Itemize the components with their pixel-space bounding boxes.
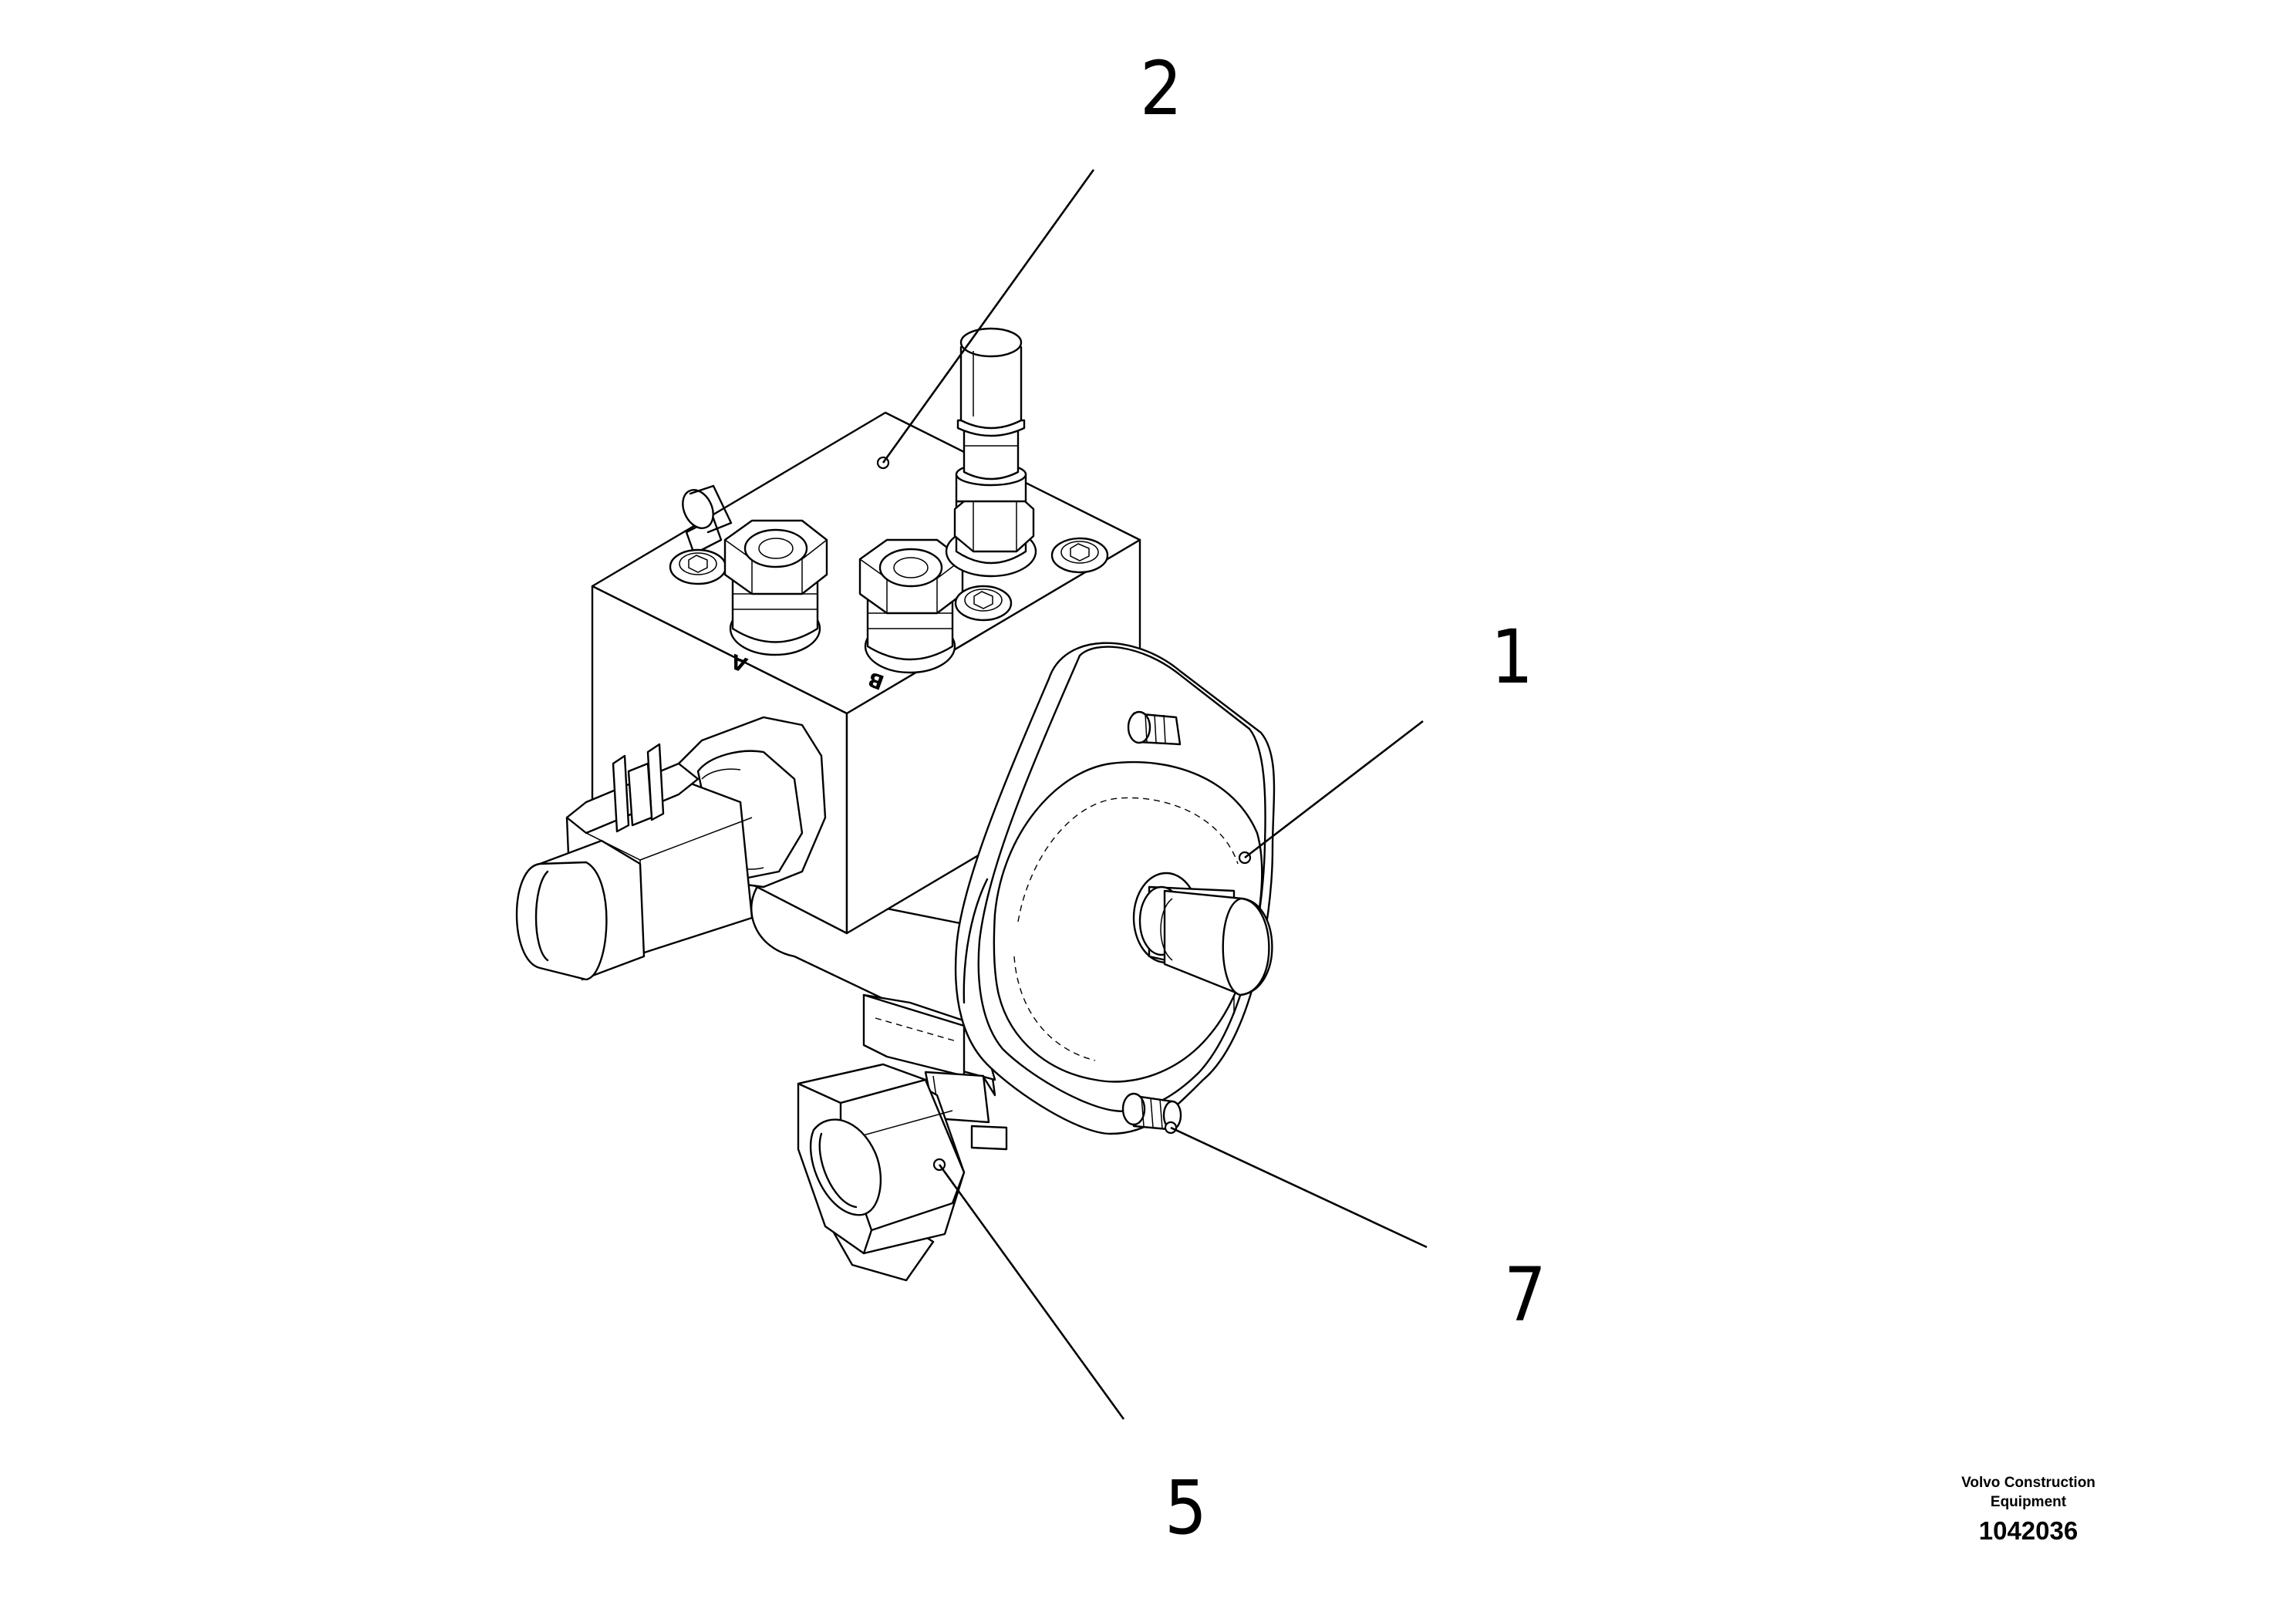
leader-7 (1170, 1126, 1428, 1249)
callout-5: 5 (1165, 1465, 1207, 1551)
relief-valve-cartridge (945, 327, 1037, 578)
leader-lines (882, 169, 1428, 1420)
flange-bolt-top (1127, 710, 1182, 746)
socket-screw-right (1050, 537, 1109, 574)
leader-1 (1244, 720, 1424, 859)
company-name-line1: Volvo Construction (1961, 1475, 2095, 1491)
callout-7: 7 (1504, 1252, 1546, 1338)
pump-flange (954, 642, 1276, 1135)
socket-screw-left (669, 548, 727, 585)
callout-1: 1 (1491, 614, 1533, 700)
hex-nut-fitting (797, 1063, 966, 1255)
port-fitting-b (858, 538, 964, 674)
company-name-line2: Equipment (1990, 1494, 2067, 1510)
control-block: A B (591, 327, 1141, 935)
manufacturer-block: Volvo Construction Equipment 1042036 (1936, 1473, 2121, 1546)
socket-plug (954, 585, 1013, 622)
leader-5 (938, 1164, 1125, 1420)
document-number: 1042036 (1978, 1516, 2079, 1545)
solenoid-coil (515, 716, 827, 981)
leader-2 (882, 169, 1095, 464)
port-fitting-a (723, 519, 828, 656)
callout-2: 2 (1140, 46, 1182, 132)
drive-shaft (1132, 872, 1273, 1014)
